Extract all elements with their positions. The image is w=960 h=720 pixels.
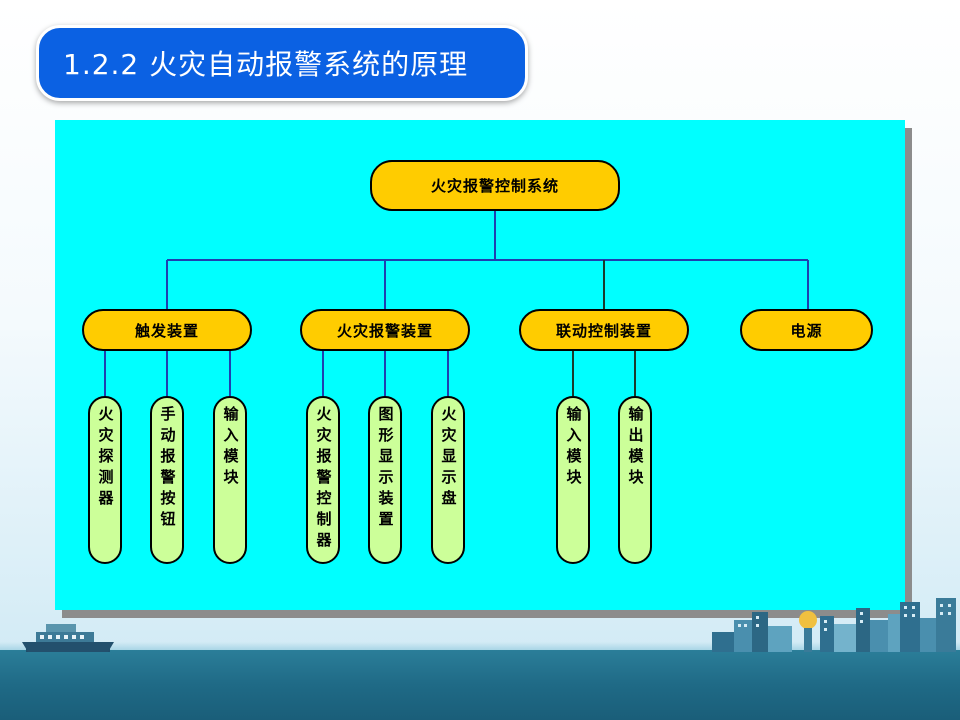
root-node-label: 火灾报警控制系统 xyxy=(430,177,559,195)
leaf-node: 输入模块 xyxy=(556,396,590,564)
leaf-node: 输入模块 xyxy=(213,396,247,564)
branch-label: 电源 xyxy=(790,321,823,340)
horizon-line xyxy=(0,642,960,652)
leaf-label: 输入模块 xyxy=(564,406,583,490)
leaf-node: 火灾报警控制器 xyxy=(306,396,340,564)
city-skyline-icon xyxy=(712,598,956,652)
branch-label: 触发装置 xyxy=(134,321,199,340)
ship-icon xyxy=(22,624,114,652)
leaf-node: 手动报警按钮 xyxy=(150,396,184,564)
slide-title: 1.2.2 火灾自动报警系统的原理 xyxy=(36,25,528,101)
branch-label: 火灾报警装置 xyxy=(336,321,433,340)
leaf-node: 图形显示装置 xyxy=(368,396,402,564)
leaf-label: 火灾显示盘 xyxy=(439,406,458,511)
leaf-node: 火灾探测器 xyxy=(88,396,122,564)
branch-node-linkage: 联动控制装置 xyxy=(519,309,689,351)
leaf-node: 火灾显示盘 xyxy=(431,396,465,564)
leaf-label: 输入模块 xyxy=(221,406,240,490)
leaf-label: 火灾探测器 xyxy=(96,406,115,511)
root-node: 火灾报警控制系统 xyxy=(370,160,620,211)
leaf-node: 输出模块 xyxy=(618,396,652,564)
slide-title-text: 1.2.2 火灾自动报警系统的原理 xyxy=(63,48,469,81)
sea-band xyxy=(0,650,960,720)
connector-lines xyxy=(104,211,809,396)
branch-node-power: 电源 xyxy=(740,309,873,351)
branch-label: 联动控制装置 xyxy=(555,321,652,340)
leaf-label: 图形显示装置 xyxy=(376,406,395,532)
leaf-label: 火灾报警控制器 xyxy=(314,406,333,553)
diagram-panel: 火灾报警控制系统 触发装置 火灾报警装置 联动控制装置 电源 火灾探测器 手动报… xyxy=(55,120,905,610)
leaf-label: 输出模块 xyxy=(626,406,645,490)
branch-node-trigger: 触发装置 xyxy=(82,309,252,351)
leaf-label: 手动报警按钮 xyxy=(158,406,177,532)
branch-node-alarm: 火灾报警装置 xyxy=(300,309,470,351)
